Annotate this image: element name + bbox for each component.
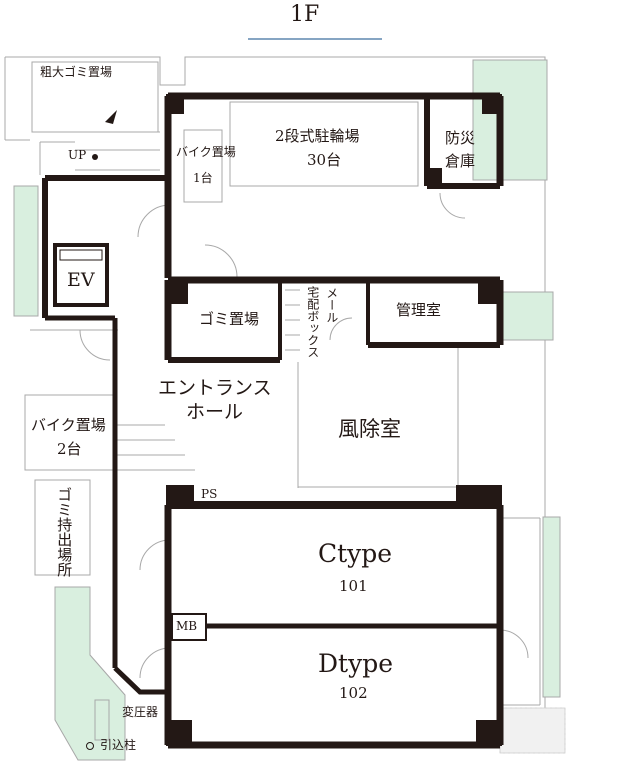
- bike-parking-count: 2台: [57, 440, 82, 458]
- service-pole-icon: [86, 742, 94, 750]
- up-label: UP: [68, 148, 87, 162]
- paving: [499, 707, 566, 754]
- floor-label: 1F: [290, 2, 320, 27]
- garbage-collection-label: ゴミ持出場所: [55, 487, 74, 577]
- bicycle-parking-title: 2段式駐輪場: [275, 127, 360, 145]
- unit-102-type: Dtype: [318, 649, 394, 678]
- unit-101-number: 101: [339, 577, 368, 595]
- bike-parking-small-title: バイク置場: [176, 145, 236, 159]
- management-room-label: 管理室: [396, 301, 442, 319]
- meter-box-frame: [171, 613, 207, 641]
- greenery: [13, 59, 561, 761]
- bicycle-parking-count: 30台: [307, 151, 342, 169]
- pipe-space-label: PS: [201, 487, 218, 501]
- wall-posts: [166, 94, 502, 746]
- service-pole-label: 引込柱: [100, 738, 137, 752]
- mail-box-label: メール: [324, 287, 339, 323]
- up-arrow-icon: [105, 110, 117, 124]
- elevator-label: EV: [67, 269, 95, 291]
- door-swings: [79, 192, 529, 679]
- up-marker-icon: [92, 154, 98, 160]
- bike-parking-small-count: 1台: [193, 171, 213, 185]
- thin-lines: [24, 61, 541, 741]
- site-boundary: [4, 56, 546, 750]
- unit-101-type: Ctype: [318, 539, 393, 568]
- disaster-storage-label-2: 倉庫: [445, 152, 476, 170]
- windbreak-room-label: 風除室: [338, 417, 401, 441]
- oversize-garbage-label: 粗大ゴミ置場: [40, 65, 113, 79]
- meter-box-label: MB: [176, 619, 198, 633]
- elevator-shaft: [53, 243, 109, 307]
- unit-102-number: 102: [339, 684, 368, 702]
- entrance-hall-label-1: エントランス: [158, 377, 272, 399]
- walls: [42, 92, 504, 749]
- delivery-box-label: 宅配ボックス: [305, 286, 320, 358]
- entrance-hall-label-2: ホール: [186, 401, 244, 423]
- bike-parking-title: バイク置場: [31, 416, 106, 434]
- disaster-storage-label-1: 防災: [445, 129, 476, 147]
- stairs: [285, 289, 300, 351]
- garbage-room-label: ゴミ置場: [199, 310, 260, 328]
- transformer-label: 変圧器: [122, 705, 159, 719]
